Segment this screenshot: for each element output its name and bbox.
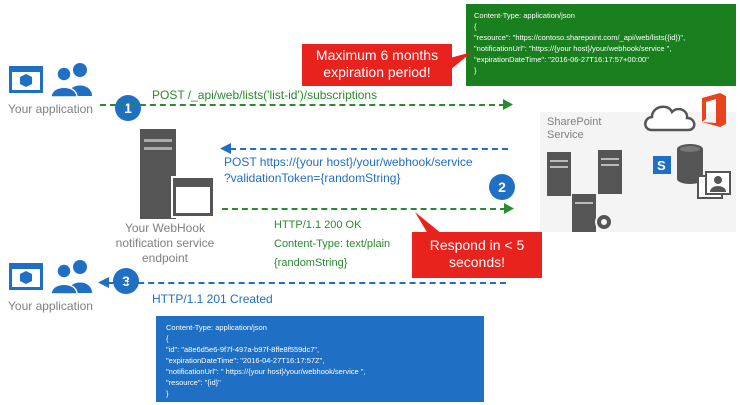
app-label-bottom: Your application [8,299,93,313]
expiration-callout: Maximum 6 months expiration period! [302,44,452,86]
step-2-badge: 2 [489,174,515,200]
cloud-icon [644,105,696,132]
callout-line: Respond in < 5 [429,237,525,253]
json-line: Content-Type: application/json [474,11,575,20]
json-line: "expirationDateTime": "2016-06-27T16:17:… [474,55,649,64]
red-callout-top-pointer [450,52,472,70]
json-line: { [166,334,169,343]
step-2-label-line: ?validationToken={randomString} [224,171,401,185]
step-1-label: POST /_api/web/lists('list-id')/subscrip… [152,88,378,102]
callout-line: Maximum 6 months [315,47,439,63]
app-label-top: Your application [8,102,93,116]
subscription-response-body: Content-Type: application/json { "id": "… [156,316,484,402]
webhook-label-line: endpoint [141,251,189,265]
step-2-label-line: POST https://{your host}/your/webhook/se… [224,155,473,169]
sharepoint-label-line: SharePoint [547,116,602,128]
users-icon [50,260,92,295]
sharepoint-label: SharePoint Service [547,116,601,142]
arrow-head-left [98,277,109,288]
app-window-icon [9,66,43,93]
callout-line: seconds! [448,254,506,270]
office-icon [702,93,726,127]
server-icon [547,152,571,196]
users-icon [50,63,92,98]
json-line: "notificationUrl": " https://{your host}… [166,367,366,376]
json-line: "id": "a8e6d5e6-9f7f-497a-b97f-8ffe8f559… [166,345,320,354]
svg-text:S: S [657,158,666,173]
json-line: "expirationDateTime": "2016-04-27T16:17:… [166,356,325,365]
json-line: } [474,66,477,75]
red-callout-bottom-pointer [415,212,442,234]
sharepoint-icon: S [653,156,671,174]
people-card-icon [697,171,731,199]
response-line: Content-Type: text/plain [274,238,391,250]
sharepoint-label-line: Service [547,129,584,141]
webhook-label-line: Your WebHook [124,221,206,235]
webhook-label: Your WebHook notification service endpoi… [100,221,230,266]
json-line: "resource": "{id}" [166,378,221,387]
json-line: "resource": "https://contoso.sharepoint.… [474,33,686,42]
response-time-callout: Respond in < 5 seconds! [412,232,542,278]
step-1-arrow [100,104,505,106]
server-icon [598,150,622,194]
subscription-request-body: Content-Type: application/json { "resour… [466,4,736,86]
step-3-badge: 3 [113,268,139,294]
arrow-head-right [504,203,514,214]
response-arrow [222,208,506,210]
callout-line: expiration period! [323,64,431,80]
webhook-server-icon [140,129,215,219]
json-line: { [474,22,477,31]
database-icon [677,144,703,184]
json-line: "notificationUrl": "https://{your host}/… [474,44,672,53]
webhook-label-line: notification service [115,236,215,250]
json-line: } [166,389,169,398]
step-2-arrow [230,148,508,150]
arrow-head-left [220,143,231,154]
app-window-icon [9,263,43,290]
arrow-head-right [503,99,513,110]
response-line: HTTP/1.1 200 OK [274,219,362,231]
response-label: HTTP/1.1 200 OK Content-Type: text/plain… [274,216,390,273]
server-gear-icon [572,194,613,232]
json-line: Content-Type: application/json [166,323,267,332]
step-2-label: POST https://{your host}/your/webhook/se… [224,154,473,186]
step-1-badge: 1 [115,95,141,121]
step-3-label: HTTP/1.1 201 Created [152,292,273,306]
response-line: {randomString} [274,257,348,269]
step-3-arrow [108,282,506,284]
